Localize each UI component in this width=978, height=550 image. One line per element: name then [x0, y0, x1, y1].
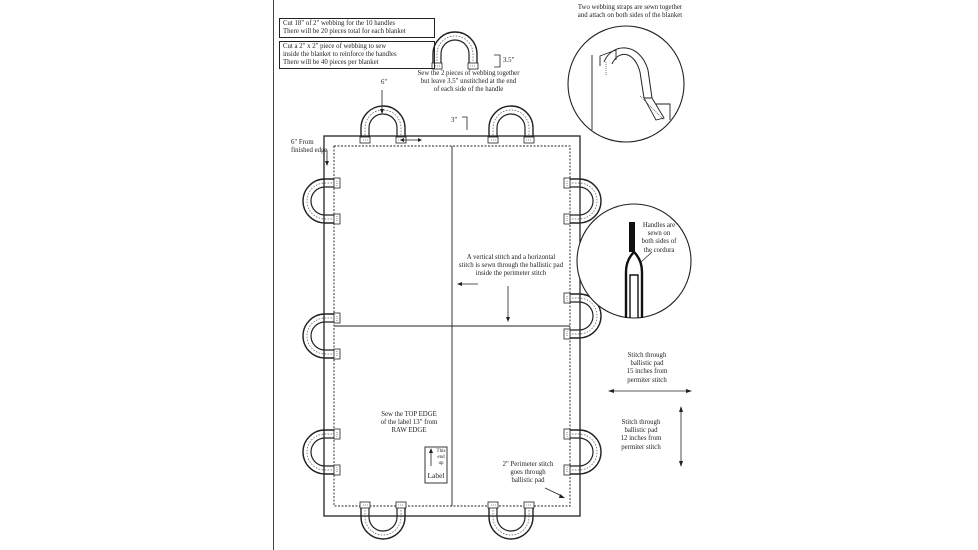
edge-arrow — [325, 150, 329, 166]
horizontal-measure-arrow — [608, 389, 692, 393]
strap-detail-circle — [567, 25, 685, 143]
this-end-up-text: This end up — [436, 449, 446, 466]
note-cut-reinforce: Cut a 2" x 2" piece of webbing to sew in… — [279, 41, 435, 69]
dim-three-point-five: 3.5" — [503, 57, 515, 64]
perimeter-arrow — [544, 487, 565, 498]
dim-three: 3" — [451, 117, 458, 124]
handle-detail — [431, 31, 501, 70]
three-inch-bracket — [462, 116, 468, 130]
note-cut-handles: Cut 18" of 2" webbing for the 10 handles… — [279, 18, 435, 38]
dim-six: 6" — [381, 79, 388, 86]
vertical-measure-arrow — [679, 406, 683, 467]
divider-line — [273, 0, 274, 550]
label-text: Label — [427, 471, 445, 480]
note-sew-pieces: Sew the 2 pieces of webbing together but… — [417, 70, 520, 94]
center-stitch-arrows — [457, 282, 510, 322]
note-perimeter-stitch: 2" Perimeter stitch goes through ballist… — [502, 461, 554, 485]
note-two-straps: Two webbing straps are sewn together and… — [577, 4, 683, 20]
note-from-edge: 6" From finished edge — [291, 139, 328, 155]
note-stitch-15: Stitch through ballistic pad 15 inches f… — [626, 352, 668, 384]
label-box — [424, 446, 448, 484]
note-handles-sewn: Handles are sewn on both sides of the co… — [641, 222, 677, 254]
note-stitch-12: Stitch through ballistic pad 12 inches f… — [620, 419, 662, 451]
six-inch-arrow — [380, 90, 422, 142]
cordura-detail-circle — [576, 203, 692, 319]
note-center-stitch: A vertical stitch and a horizontal stitc… — [458, 254, 564, 278]
note-label: Sew the TOP EDGE of the label 13" from R… — [380, 411, 438, 435]
